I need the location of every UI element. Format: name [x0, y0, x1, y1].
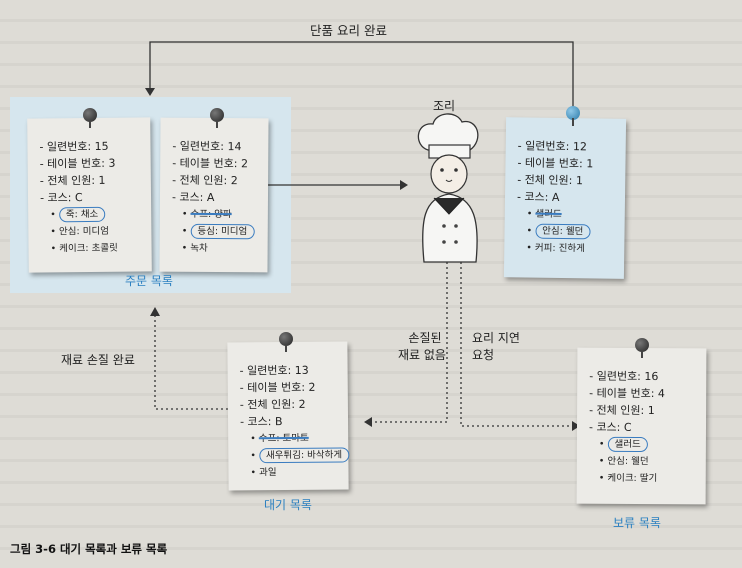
note-line: - 일련번호: 16	[589, 369, 659, 384]
completion-label: 단품 요리 완료	[310, 23, 387, 38]
pin-icon	[279, 332, 293, 352]
note-item: • 새우튀김: 바삭하게	[240, 447, 350, 465]
pin-icon	[635, 338, 649, 358]
pin-icon	[210, 108, 224, 128]
note-item: • 샐러드	[589, 436, 698, 454]
note-item: • 안심: 웰던	[516, 222, 616, 240]
no-ingredient-label: 손질된 재료 없음	[398, 331, 446, 362]
note-line: - 테이블 번호: 2	[239, 380, 316, 395]
note-line: - 코스: B	[239, 415, 283, 429]
note-item: • 커피: 진하게	[526, 242, 585, 255]
no-ingredient-arrow	[368, 262, 448, 423]
hold-list-label: 보류 목록	[613, 516, 661, 530]
figure-caption: 그림 3-6 대기 목록과 보류 목록	[10, 542, 168, 556]
note-line: - 테이블 번호: 4	[589, 386, 665, 401]
order-note-16: - 일련번호: 16 - 테이블 번호: 4 - 전체 인원: 1 - 코스: …	[576, 347, 707, 505]
note-item: • 안심: 웰던	[598, 455, 649, 468]
struck-item: 샐러드	[535, 208, 562, 220]
order-note-12: - 일련번호: 12 - 테이블 번호: 1 - 전체 인원: 1 - 코스: …	[503, 117, 627, 279]
circled-item: 샐러드	[607, 436, 648, 453]
delay-request-label: 요리 지연 요청	[472, 331, 520, 362]
note-item: • 과일	[250, 467, 277, 479]
waiting-list-label: 대기 목록	[264, 498, 312, 512]
struck-item: 수프: 토마토	[258, 432, 309, 445]
circled-item: 새우튀김: 바삭하게	[258, 447, 350, 464]
restore-label: 재료 손질 완료	[61, 353, 135, 367]
delay-arrow	[460, 262, 576, 427]
note-item: • 수프: 토마토	[250, 432, 309, 445]
note-line: - 코스: A	[516, 190, 560, 204]
completion-arrow	[149, 41, 574, 113]
note-line: - 전체 인원: 1	[589, 403, 655, 418]
note-line: - 테이블 번호: 1	[517, 156, 594, 171]
order-note-13: - 일련번호: 13 - 테이블 번호: 2 - 전체 인원: 2 - 코스: …	[227, 341, 350, 491]
order-list-label: 주문 목록	[125, 274, 173, 288]
circled-item: 안심: 웰던	[535, 223, 591, 240]
note-line: - 일련번호: 13	[239, 363, 309, 378]
note-line: - 일련번호: 12	[517, 139, 587, 154]
note-item: • 케이크: 딸기	[598, 472, 658, 485]
note-line: - 전체 인원: 2	[239, 397, 306, 412]
note-line: - 코스: C	[588, 420, 632, 434]
pin-icon	[566, 106, 580, 126]
pin-icon	[83, 108, 97, 128]
note-line: - 전체 인원: 1	[517, 173, 583, 188]
chef-label: 조리	[433, 99, 456, 113]
note-item: • 샐러드	[526, 208, 562, 220]
